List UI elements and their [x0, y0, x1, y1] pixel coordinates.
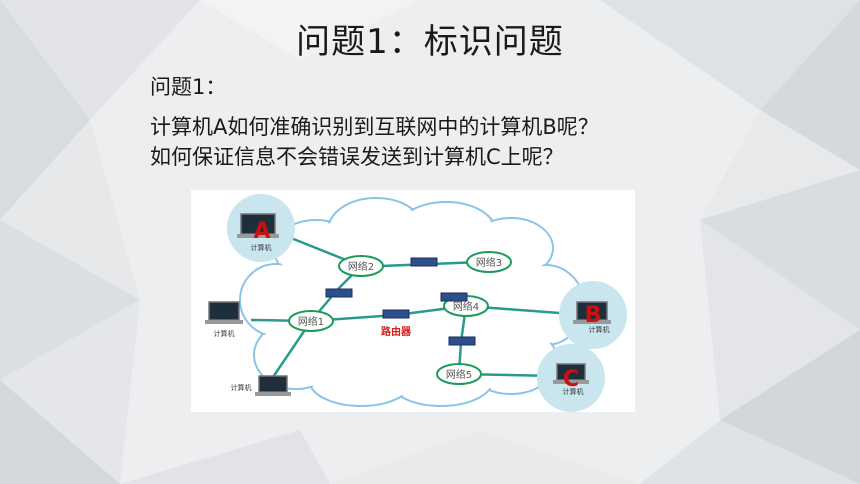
marker-c: C	[563, 367, 579, 392]
svg-text:计算机: 计算机	[563, 387, 584, 396]
question-label: 问题1：	[150, 75, 227, 99]
router-icon	[410, 257, 438, 267]
slide-title: 问题1：标识问题	[296, 22, 564, 62]
svg-text:网络4: 网络4	[453, 300, 479, 313]
router-icon	[382, 309, 410, 319]
svg-text:计算机: 计算机	[231, 383, 252, 392]
svg-text:网络2: 网络2	[348, 260, 374, 273]
svg-text:计算机: 计算机	[589, 325, 610, 334]
svg-text:网络1: 网络1	[298, 315, 324, 328]
network-diagram: 网络2 网络3 网络1 网络4 网络5 路由器	[191, 190, 635, 412]
router-icon	[440, 292, 468, 302]
router-label: 路由器	[381, 325, 412, 338]
svg-text:计算机: 计算机	[251, 243, 272, 252]
marker-a: A	[253, 219, 270, 244]
network-3: 网络3	[466, 251, 512, 273]
computer-bottom-left: 计算机	[231, 375, 291, 396]
question-line-1: 计算机A如何准确识别到互联网中的计算机B呢？	[150, 115, 599, 139]
computer-left: 计算机	[205, 301, 243, 338]
computer-b: 计算机 B	[559, 281, 627, 349]
computer-c: 计算机 C	[537, 344, 605, 412]
network-diagram-svg: 网络2 网络3 网络1 网络4 网络5 路由器	[205, 194, 627, 412]
svg-text:网络5: 网络5	[446, 368, 472, 381]
marker-b: B	[585, 303, 602, 328]
computer-a: 计算机 A	[227, 194, 295, 262]
network-1: 网络1	[288, 310, 334, 332]
svg-text:计算机: 计算机	[214, 329, 235, 338]
router-icon	[448, 336, 476, 346]
question-line-2: 如何保证信息不会错误发送到计算机C上呢？	[150, 145, 564, 169]
network-2: 网络2	[338, 255, 384, 277]
network-5: 网络5	[436, 363, 482, 385]
svg-text:网络3: 网络3	[476, 256, 502, 269]
router-icon	[325, 288, 353, 298]
